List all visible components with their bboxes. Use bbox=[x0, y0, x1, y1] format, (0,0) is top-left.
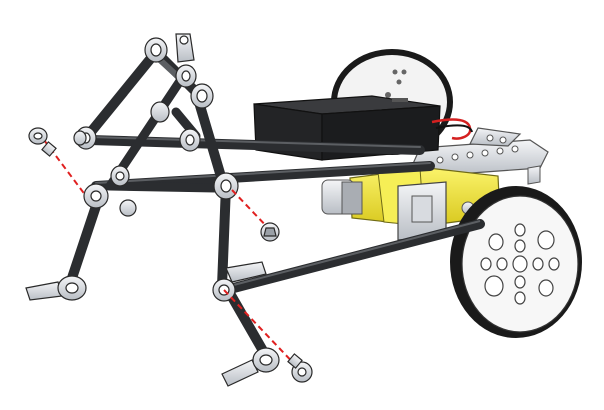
joint bbox=[110, 165, 130, 187]
bracket-hole bbox=[436, 156, 444, 164]
bracket-hole bbox=[486, 134, 494, 142]
wheel-hole bbox=[514, 223, 526, 237]
wheel-hole bbox=[514, 291, 526, 305]
bracket-hole bbox=[451, 153, 459, 161]
wheel-hole bbox=[532, 257, 544, 271]
link-rod bbox=[81, 47, 161, 143]
bracket-hole bbox=[466, 151, 474, 159]
link-end-icon bbox=[25, 275, 87, 301]
bracket-hole bbox=[496, 147, 504, 155]
bolt-pin-icon bbox=[73, 130, 87, 146]
wheel-hole bbox=[488, 233, 504, 251]
link-ends bbox=[25, 275, 280, 387]
wheel-hole bbox=[548, 257, 560, 271]
gear-motor bbox=[321, 167, 501, 241]
bolt-pin-icon bbox=[287, 353, 313, 383]
joint bbox=[190, 83, 214, 109]
battery-switch bbox=[392, 98, 408, 102]
joint bbox=[83, 183, 109, 209]
exploded-parts bbox=[28, 127, 313, 383]
bracket-hole bbox=[511, 145, 519, 153]
wheel-hole bbox=[385, 92, 391, 98]
wheel-hole bbox=[514, 239, 526, 253]
link-rod bbox=[65, 189, 105, 289]
wheel-hole bbox=[537, 230, 555, 250]
bolt-pin-icon bbox=[28, 127, 57, 157]
wheel-hole bbox=[396, 79, 402, 85]
joint bbox=[213, 172, 239, 200]
bolt-pin-icon bbox=[260, 222, 280, 242]
bracket-hole bbox=[499, 136, 507, 144]
wheel-center-hole bbox=[512, 255, 528, 273]
link-rod bbox=[217, 181, 231, 291]
wheel-hole bbox=[514, 275, 526, 289]
joint bbox=[144, 37, 168, 63]
joint bbox=[179, 128, 201, 152]
wheel-hole bbox=[401, 69, 407, 75]
link-end-icon bbox=[221, 347, 280, 387]
upper-frame-rods bbox=[85, 135, 435, 193]
explode-line bbox=[231, 189, 271, 231]
joint bbox=[119, 199, 137, 217]
wheel-hole bbox=[480, 257, 492, 271]
joint bbox=[150, 101, 170, 123]
black-wire bbox=[435, 124, 473, 133]
explode-line bbox=[223, 289, 301, 371]
bracket-hole bbox=[481, 149, 489, 157]
front-wheel bbox=[450, 186, 582, 338]
lower-long-rod bbox=[221, 219, 485, 295]
wheel-hole bbox=[484, 275, 504, 297]
wheel-hole bbox=[496, 257, 508, 271]
joint bbox=[225, 261, 267, 283]
wheel-hole bbox=[538, 279, 554, 297]
joint bbox=[175, 64, 197, 88]
wheel-hole bbox=[392, 69, 398, 75]
joint bbox=[175, 33, 195, 63]
chassis-bracket bbox=[411, 127, 549, 185]
